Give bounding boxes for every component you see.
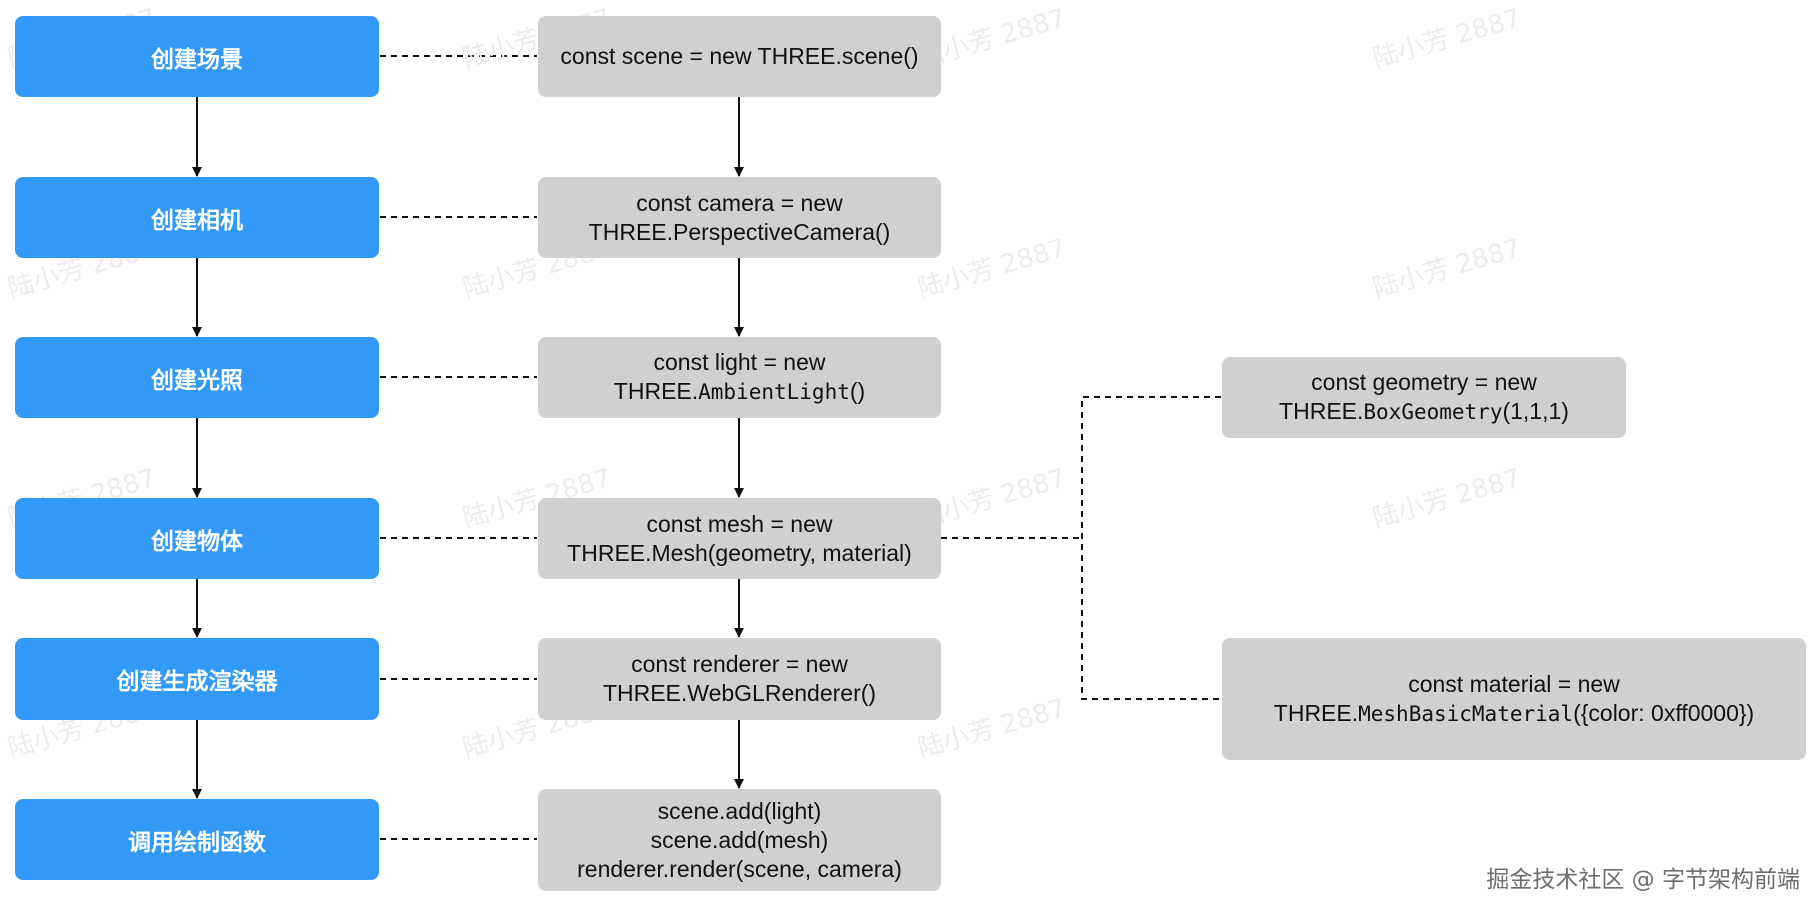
code-line: renderer.render(scene, camera) bbox=[577, 855, 902, 882]
step-create-object: 创建物体 bbox=[15, 498, 379, 579]
code-line: const light = new bbox=[653, 349, 826, 375]
step-label: 创建光照 bbox=[151, 367, 243, 394]
code-fragment-mono: BoxGeometry bbox=[1363, 400, 1503, 424]
step-label: 创建物体 bbox=[151, 528, 243, 555]
step-label: 创建相机 bbox=[151, 207, 243, 234]
step-create-light: 创建光照 bbox=[15, 337, 379, 418]
code-line: THREE.WebGLRenderer() bbox=[602, 680, 877, 706]
source-credit: 掘金技术社区 @ 字节架构前端 bbox=[1486, 867, 1800, 893]
code-fragment: (1,1,1) bbox=[1502, 398, 1569, 424]
code-line: THREE.AmbientLight() bbox=[614, 377, 865, 407]
step-label: 创建场景 bbox=[151, 46, 243, 73]
code-fragment-mono: MeshBasicMaterial bbox=[1358, 701, 1574, 726]
code-line: THREE.MeshBasicMaterial({color: 0xff0000… bbox=[1274, 699, 1754, 729]
code-scene: const scene = new THREE.scene() bbox=[538, 16, 941, 97]
code-fragment: () bbox=[849, 378, 866, 404]
code-line: scene.add(mesh) bbox=[650, 826, 829, 853]
code-fragment: THREE. bbox=[613, 378, 699, 404]
step-call-render: 调用绘制函数 bbox=[15, 799, 379, 880]
code-renderer: const renderer = new THREE.WebGLRenderer… bbox=[538, 638, 941, 720]
step-create-scene: 创建场景 bbox=[15, 16, 379, 97]
link-mesh-dependencies bbox=[1081, 396, 1221, 700]
step-create-renderer: 创建生成渲染器 bbox=[15, 638, 379, 720]
code-light: const light = new THREE.AmbientLight() bbox=[538, 337, 941, 418]
code-line: THREE.BoxGeometry(1,1,1) bbox=[1279, 397, 1569, 427]
code-line: const renderer = new bbox=[631, 651, 848, 677]
code-line: const camera = new bbox=[636, 189, 843, 216]
code-geometry: const geometry = new THREE.BoxGeometry(1… bbox=[1222, 357, 1626, 438]
code-line: const scene = new THREE.scene() bbox=[560, 43, 919, 69]
code-line: const material = new bbox=[1408, 670, 1620, 697]
code-fragment-mono: AmbientLight bbox=[698, 380, 850, 404]
code-fragment: THREE. bbox=[1273, 699, 1359, 726]
code-fragment: THREE. bbox=[1279, 398, 1364, 424]
code-line: const mesh = new bbox=[646, 510, 833, 537]
step-create-camera: 创建相机 bbox=[15, 177, 379, 258]
code-render-calls: scene.add(light) scene.add(mesh) rendere… bbox=[538, 789, 941, 891]
code-mesh: const mesh = new THREE.Mesh(geometry, ma… bbox=[538, 498, 941, 579]
step-label: 创建生成渲染器 bbox=[116, 669, 278, 695]
code-line: scene.add(light) bbox=[657, 797, 822, 824]
code-material: const material = new THREE.MeshBasicMate… bbox=[1222, 638, 1806, 760]
code-line: THREE.Mesh(geometry, material) bbox=[567, 539, 912, 566]
code-fragment: ({color: 0xff0000}) bbox=[1573, 699, 1755, 726]
code-camera: const camera = new THREE.PerspectiveCame… bbox=[538, 177, 941, 258]
code-line: THREE.PerspectiveCamera() bbox=[588, 218, 891, 245]
step-label: 调用绘制函数 bbox=[128, 829, 266, 856]
code-line: const geometry = new bbox=[1311, 369, 1537, 395]
